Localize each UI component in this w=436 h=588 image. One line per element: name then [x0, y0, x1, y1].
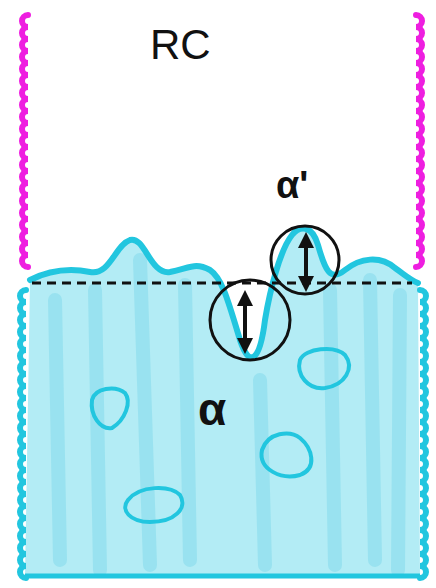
valley-arrow [243, 298, 247, 346]
reference-line [32, 282, 412, 285]
valley-circle [210, 280, 290, 360]
surface-profile [30, 228, 418, 357]
alpha-region [25, 228, 420, 578]
precipitates [92, 349, 349, 522]
peak-circle [271, 226, 339, 294]
alpha-left-border [20, 290, 26, 578]
bottom-edge [25, 574, 420, 579]
rc-left-border [22, 15, 28, 267]
phase-label: α' [276, 166, 308, 204]
alpha-right-border [420, 290, 426, 578]
region-label: RC [150, 24, 211, 66]
phase-label: α [198, 386, 226, 432]
rc-right-border [416, 15, 422, 267]
peak-arrow [304, 240, 308, 284]
